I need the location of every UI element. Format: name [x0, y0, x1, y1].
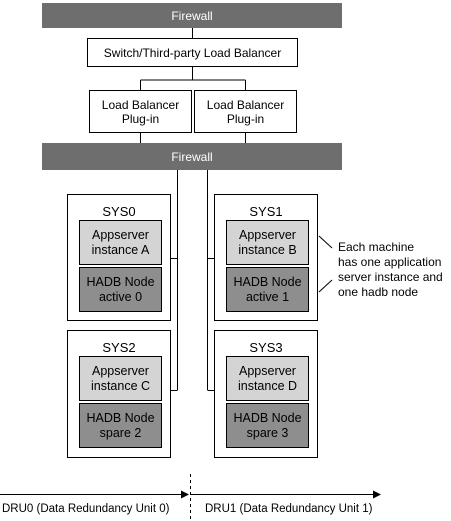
- appserver-label-line2: instance A: [91, 242, 150, 257]
- middle-firewall: Firewall: [42, 143, 342, 170]
- hadb-node: HADB Node active 0: [79, 267, 162, 312]
- plugin-label-line2: Plug-in: [121, 111, 160, 126]
- note-line: server instance and: [338, 270, 443, 284]
- hadb-label-line2: active 1: [245, 289, 290, 304]
- load-balancer-label: Switch/Third-party Load Balancer: [103, 45, 282, 60]
- plugin-label-line2: Plug-in: [226, 111, 265, 126]
- appserver-instance: Appserver instance B: [226, 220, 309, 265]
- note-line: one hadb node: [338, 285, 419, 299]
- hadb-label-line2: spare 3: [246, 425, 289, 440]
- hadb-label-line1: HADB Node: [233, 274, 302, 289]
- appserver-label-line1: Appserver: [239, 363, 296, 378]
- load-balancer-box: Switch/Third-party Load Balancer: [87, 38, 298, 67]
- appserver-label-line1: Appserver: [92, 227, 149, 242]
- note-line: has one application: [338, 255, 442, 269]
- system-box-sys0: SYS0 Appserver instance A HADB Node acti…: [67, 194, 171, 321]
- plugin-box-left: Load Balancer Plug-in: [89, 90, 192, 133]
- plugin-label-line1: Load Balancer: [206, 97, 285, 112]
- middle-firewall-label: Firewall: [171, 149, 213, 164]
- appserver-label-line2: instance B: [238, 242, 297, 257]
- appserver-label-line1: Appserver: [239, 227, 296, 242]
- hadb-node: HADB Node spare 2: [79, 403, 162, 448]
- hadb-label-line1: HADB Node: [233, 410, 302, 425]
- appserver-instance: Appserver instance A: [79, 220, 162, 265]
- hadb-label-line2: active 0: [98, 289, 143, 304]
- system-title: SYS0: [102, 204, 136, 219]
- system-box-sys3: SYS3 Appserver instance D HADB Node spar…: [214, 330, 318, 458]
- system-title: SYS1: [249, 204, 283, 219]
- system-box-sys2: SYS2 Appserver instance C HADB Node spar…: [67, 330, 171, 458]
- hadb-label-line1: HADB Node: [86, 410, 155, 425]
- hadb-label-line2: spare 2: [99, 425, 142, 440]
- dru0-label: DRU0 (Data Redundancy Unit 0): [2, 503, 170, 515]
- hadb-node: HADB Node active 1: [226, 267, 309, 312]
- hadb-label-line1: HADB Node: [86, 274, 155, 289]
- system-title: SYS2: [102, 340, 136, 355]
- plugin-box-right: Load Balancer Plug-in: [194, 90, 297, 133]
- plugin-label-line1: Load Balancer: [101, 97, 180, 112]
- top-firewall: Firewall: [42, 3, 342, 28]
- appserver-instance: Appserver instance C: [79, 356, 162, 401]
- annotation-note: Each machine has one application server …: [338, 240, 450, 300]
- hadb-node: HADB Node spare 3: [226, 403, 309, 448]
- appserver-label-line2: instance D: [237, 378, 298, 393]
- dru1-label: DRU1 (Data Redundancy Unit 1): [205, 503, 373, 515]
- top-firewall-label: Firewall: [171, 8, 213, 23]
- appserver-label-line1: Appserver: [92, 363, 149, 378]
- system-box-sys1: SYS1 Appserver instance B HADB Node acti…: [214, 194, 318, 321]
- note-line: Each machine: [338, 240, 415, 254]
- system-title: SYS3: [249, 340, 283, 355]
- appserver-label-line2: instance C: [90, 378, 151, 393]
- appserver-instance: Appserver instance D: [226, 356, 309, 401]
